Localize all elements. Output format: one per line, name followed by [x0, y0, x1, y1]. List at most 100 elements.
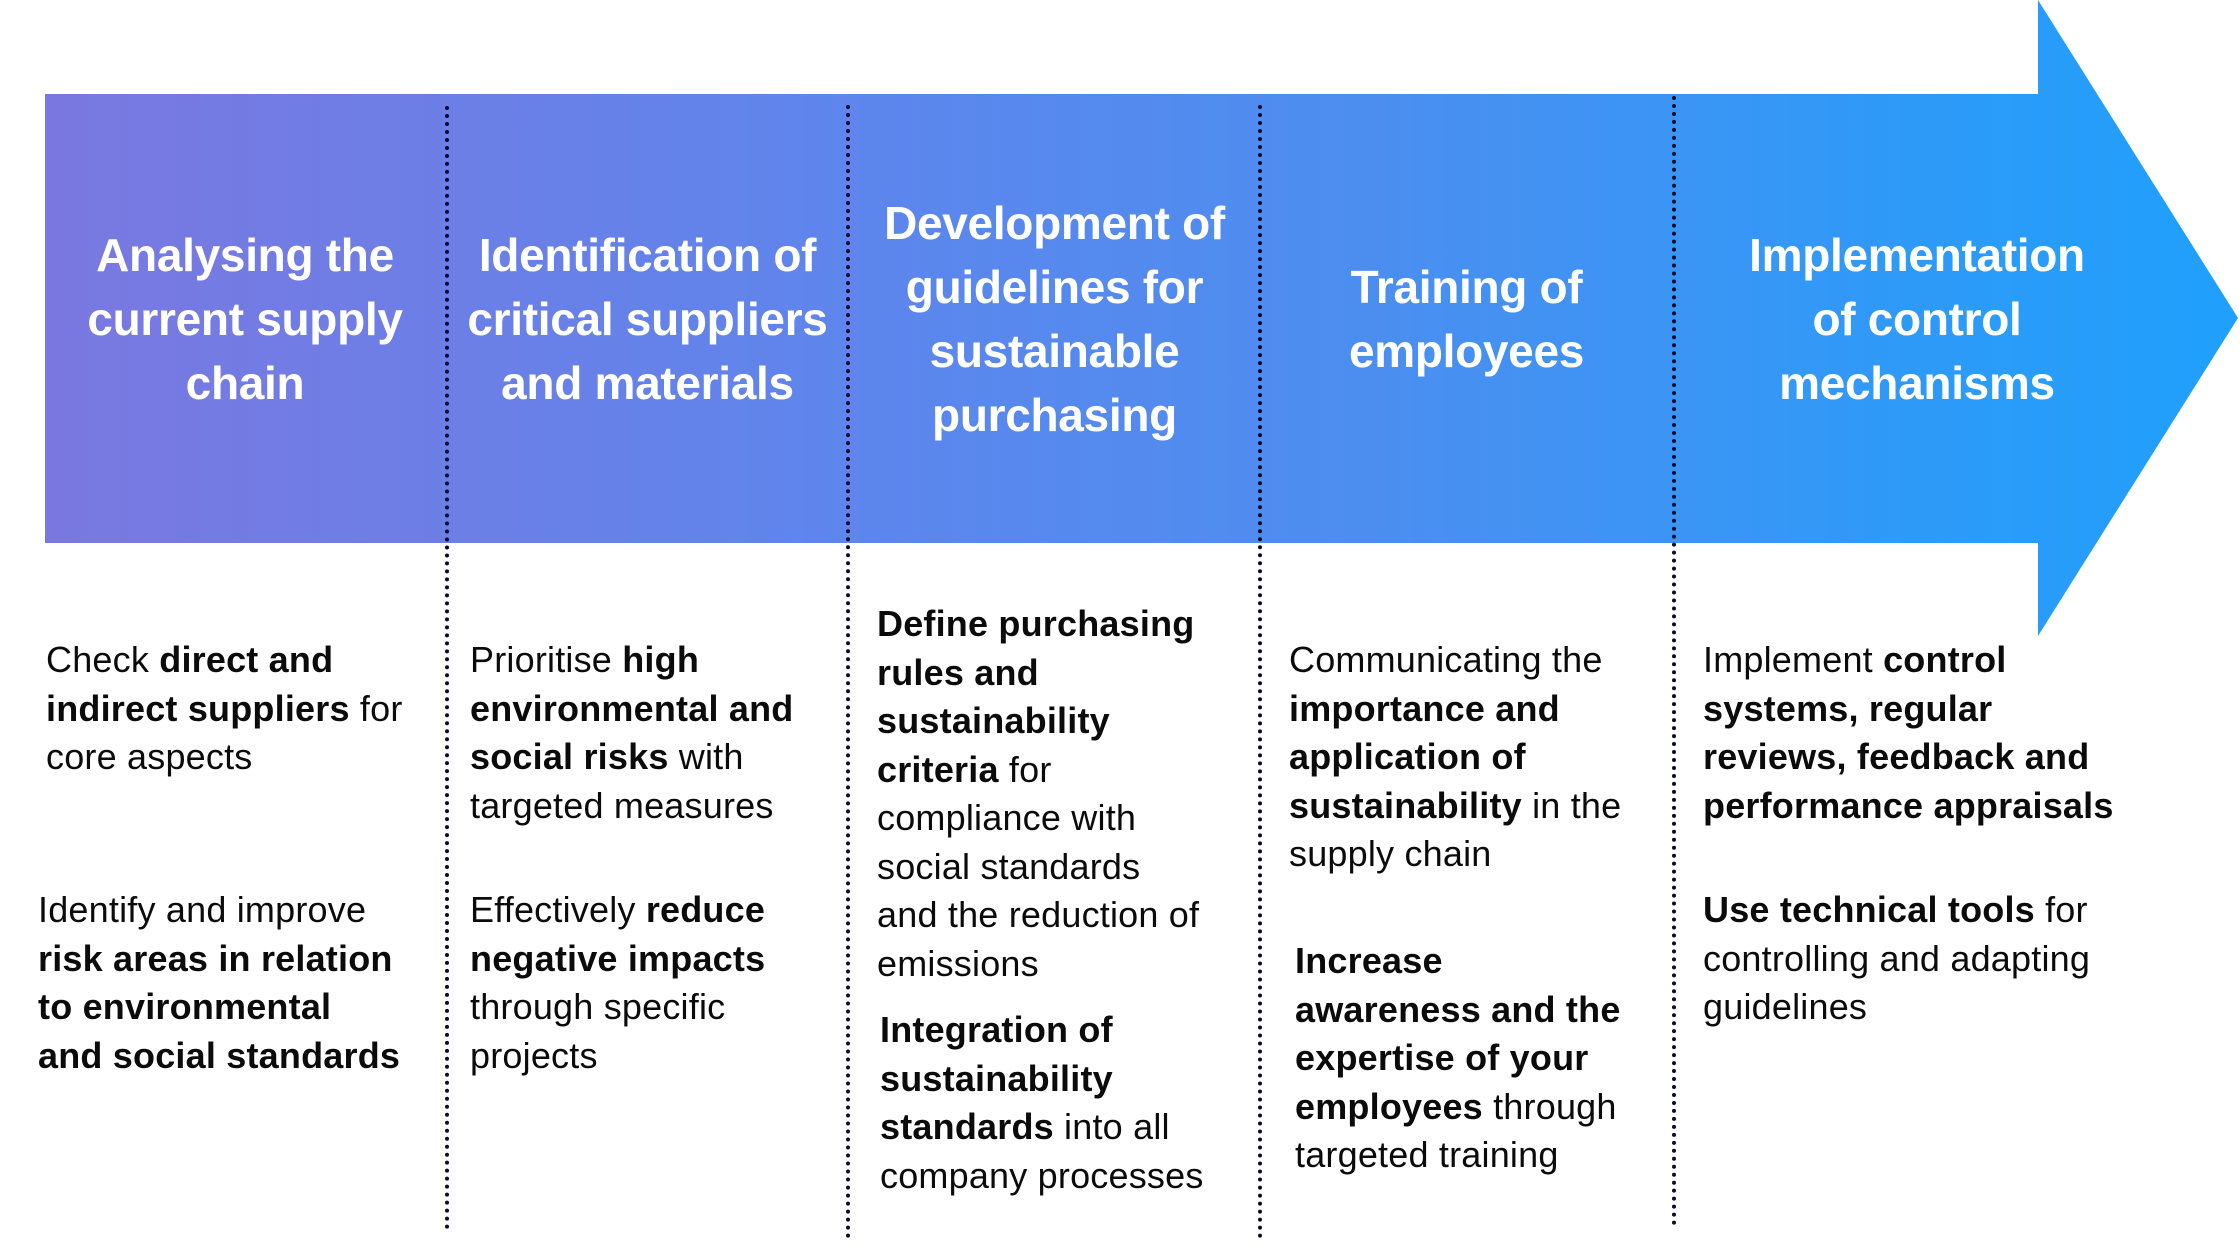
text: core aspects [46, 736, 253, 777]
bold-text: negative impacts [470, 937, 766, 979]
text-line: negative impacts [470, 935, 765, 984]
bold-text: sustainability [877, 700, 1110, 741]
text-line: reviews, feedback and [1703, 733, 2114, 782]
title-line: chain [185, 357, 305, 409]
text-line: expertise of your [1295, 1034, 1621, 1083]
title-line: guidelines for [905, 261, 1204, 313]
bold-text: indirect suppliers [46, 687, 350, 729]
bold-text: social risks [470, 736, 669, 777]
bold-text: reviews, feedback and [1703, 736, 2090, 777]
text: and the reduction of [877, 894, 1200, 935]
text-line: Check direct and [46, 636, 403, 685]
title-line: employees [1348, 325, 1585, 377]
text: targeted training [1295, 1134, 1559, 1175]
bold-text: importance and [1289, 687, 1560, 729]
text: company processes [880, 1154, 1204, 1196]
text-line: to environmental [38, 983, 400, 1032]
text-line: Communicating the [1289, 636, 1621, 685]
text-line: Identify and improve [38, 886, 400, 935]
bold-text: sustainability [880, 1057, 1113, 1099]
text: controlling and adapting [1703, 937, 2091, 979]
text-line: Use technical tools for [1703, 886, 2090, 935]
step-1-item-2: Identify and improve risk areas in relati… [38, 886, 400, 1080]
text: in the [1521, 784, 1622, 826]
bold-text: and social standards [38, 1034, 401, 1076]
bold-text: rules and [877, 651, 1039, 693]
text-line: through specific [470, 983, 765, 1032]
text: for [2034, 889, 2088, 930]
step-3-title: Development of guidelines for sustainabl… [852, 94, 1257, 544]
bold-text: awareness and the [1295, 988, 1621, 1030]
text-line: Define purchasing [877, 600, 1199, 649]
bold-text: standards [880, 1106, 1054, 1147]
bold-text: application of [1289, 736, 1526, 777]
title-line: current supply [87, 293, 403, 345]
title-line: sustainable [929, 325, 1180, 377]
text-line: importance and [1289, 685, 1621, 734]
divider-4 [1672, 96, 1676, 1226]
title-line: mechanisms [1779, 357, 2055, 409]
text: Check [46, 639, 160, 680]
title-line: Development of [884, 197, 1225, 249]
text-line: controlling and adapting [1703, 935, 2090, 984]
text-line: targeted training [1295, 1131, 1621, 1180]
title-line: Implementation [1749, 229, 2085, 281]
text-line: environmental and [470, 685, 793, 734]
text-line: awareness and the [1295, 986, 1621, 1035]
title-line: of control [1812, 293, 2022, 345]
text-line: Increase [1295, 937, 1621, 986]
text-line: criteria for [877, 746, 1199, 795]
title-line: and materials [501, 357, 794, 409]
text: compliance with [877, 797, 1137, 838]
bold-text: systems, regular [1703, 687, 1993, 729]
text-line: rules and [877, 649, 1199, 698]
text: supply chain [1289, 833, 1492, 874]
text-line: company processes [880, 1152, 1204, 1201]
text: Implement [1703, 639, 1884, 680]
text-line: employees through [1295, 1083, 1621, 1132]
text: for [349, 687, 403, 729]
bold-text: reduce [645, 889, 766, 930]
text-line: sustainability [880, 1055, 1204, 1104]
text-line: social risks with [470, 733, 793, 782]
text: projects [470, 1034, 598, 1076]
bold-text: employees [1295, 1085, 1483, 1127]
bold-text: criteria [877, 748, 999, 790]
text-line: risk areas in relation [38, 935, 400, 984]
text-line: Prioritise high [470, 636, 793, 685]
bold-text: sustainability [1289, 784, 1522, 826]
text-line: sustainability [877, 697, 1199, 746]
step-2-title: Identification of critical suppliers and… [450, 94, 845, 544]
text: with [668, 736, 744, 777]
text-line: compliance with [877, 794, 1199, 843]
bold-text: control [1883, 639, 2007, 680]
text: Identify and improve [38, 889, 367, 930]
text-line: Implement control [1703, 636, 2114, 685]
divider-2 [846, 105, 850, 1239]
text: through [1482, 1085, 1617, 1127]
bold-text: high [622, 639, 700, 680]
title-line: Identification of [478, 229, 817, 281]
text-line: indirect suppliers for [46, 685, 403, 734]
divider-3 [1258, 105, 1262, 1239]
bold-text: Use technical tools [1703, 889, 2035, 930]
text-line: Integration of [880, 1006, 1204, 1055]
bold-text: to environmental [38, 986, 332, 1027]
text: Effectively [470, 889, 646, 930]
text-line: targeted measures [470, 782, 793, 831]
text-line: Effectively reduce [470, 886, 765, 935]
step-5-title: Implementation of control mechanisms [1678, 94, 2156, 544]
divider-1 [445, 106, 449, 1230]
text-line: projects [470, 1032, 765, 1081]
step-1-title: Analysing the current supply chain [50, 94, 440, 544]
text-line: emissions [877, 940, 1199, 989]
text: Prioritise [470, 639, 623, 680]
text: targeted measures [470, 784, 774, 826]
text-line: sustainability in the [1289, 782, 1621, 831]
